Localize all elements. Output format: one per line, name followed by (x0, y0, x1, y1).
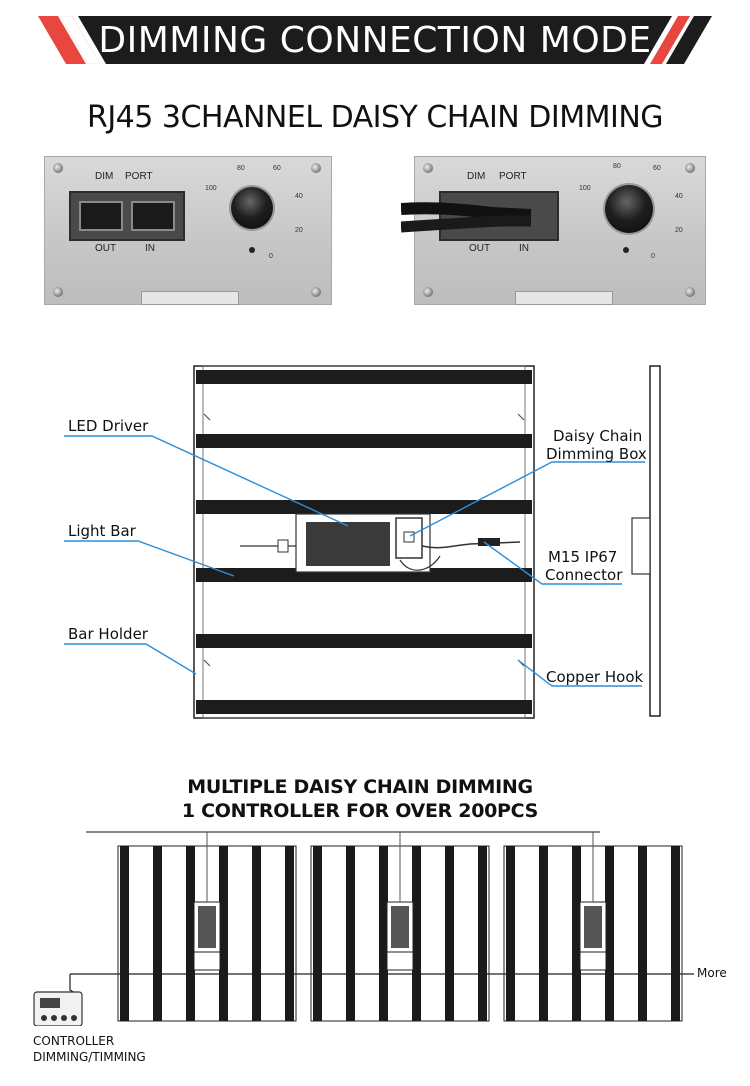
dial-number: 20 (675, 227, 683, 234)
dimming-box (395, 517, 423, 559)
callout-connector-line1: M15 IP67 (548, 548, 618, 566)
screw-icon (53, 287, 63, 297)
fixture-3 (503, 832, 683, 1022)
controller-device (33, 991, 83, 1026)
rj45-out-jack (79, 201, 123, 231)
dimming-panel-left: DIM PORT OUT IN 80 60 100 40 20 0 (44, 156, 332, 305)
screw-icon (311, 163, 321, 173)
out-label: OUT (469, 243, 491, 254)
multi-fixture-diagram (33, 831, 694, 1026)
screw-icon (423, 287, 433, 297)
rj45-cables (401, 202, 532, 233)
led-driver-fins (306, 522, 390, 566)
dial-number: 60 (653, 165, 661, 172)
controller-label-line1: CONTROLLER (33, 1034, 115, 1048)
section-multiple-title-line1: MULTIPLE DAISY CHAIN DIMMING (187, 776, 533, 798)
callout-daisy-chain-line2: Dimming Box (546, 445, 647, 463)
fixture-2 (310, 832, 490, 1022)
screw-icon (53, 163, 63, 173)
fixture-1 (117, 832, 297, 1022)
dial-number: 100 (579, 185, 591, 192)
callout-connector-line2: Connector (545, 566, 623, 584)
screw-icon (685, 163, 695, 173)
screw-icon (423, 163, 433, 173)
callout-copper-hook: Copper Hook (546, 668, 644, 686)
rj45-port-box (69, 191, 185, 241)
indicator-dot (623, 247, 629, 253)
dial-number: 0 (269, 253, 273, 260)
banner-stripe-right-dark (666, 16, 712, 64)
dial-number: 0 (651, 253, 655, 260)
dial-number: 80 (613, 163, 621, 170)
controller-label-line2: DIMMING/TIMMING (33, 1050, 146, 1064)
dim-label: DIM (467, 171, 486, 182)
rj45-in-jack (131, 201, 175, 231)
out-label: OUT (95, 243, 117, 254)
banner-stripe-left-red (38, 16, 86, 64)
dial-number: 40 (675, 193, 683, 200)
banner-bar (78, 16, 672, 64)
m15-connector (478, 538, 500, 546)
screw-icon (311, 287, 321, 297)
dial-number: 40 (295, 193, 303, 200)
fixture-diagram (64, 365, 661, 719)
callout-daisy-chain-line1: Daisy Chain (553, 427, 643, 445)
in-label: IN (145, 243, 155, 254)
dial-number: 100 (205, 185, 217, 192)
callout-bar-holder: Bar Holder (68, 625, 148, 643)
indicator-dot (249, 247, 255, 253)
port-label: PORT (499, 171, 527, 182)
more-label: More (697, 966, 727, 980)
light-bars (196, 370, 532, 714)
dimmer-knob (231, 187, 273, 229)
callout-light-bar: Light Bar (68, 522, 136, 540)
dial-number: 20 (295, 227, 303, 234)
section-multiple-title-line2: 1 CONTROLLER FOR OVER 200PCS (181, 800, 539, 822)
banner-stripe-right-red (650, 16, 690, 64)
in-label: IN (519, 243, 529, 254)
port-label: PORT (125, 171, 153, 182)
banner-stripe-left-white (59, 16, 101, 64)
header-banner (38, 16, 712, 64)
mount-bracket (515, 291, 613, 305)
page-title: DIMMING CONNECTION MODE (98, 20, 652, 61)
dim-label: DIM (95, 171, 114, 182)
callout-led-driver: LED Driver (68, 417, 149, 435)
dimming-panel-right: DIM PORT OUT IN 80 60 100 40 20 0 (401, 156, 706, 305)
mount-bracket (141, 291, 239, 305)
dial-number: 60 (273, 165, 281, 172)
screw-icon (685, 287, 695, 297)
fixture-side-view (649, 365, 661, 717)
dimmer-knob (605, 185, 653, 233)
section-rj45-title: RJ45 3CHANNEL DAISY CHAIN DIMMING (86, 100, 664, 135)
callout-lines (64, 435, 645, 687)
dial-number: 80 (237, 165, 245, 172)
